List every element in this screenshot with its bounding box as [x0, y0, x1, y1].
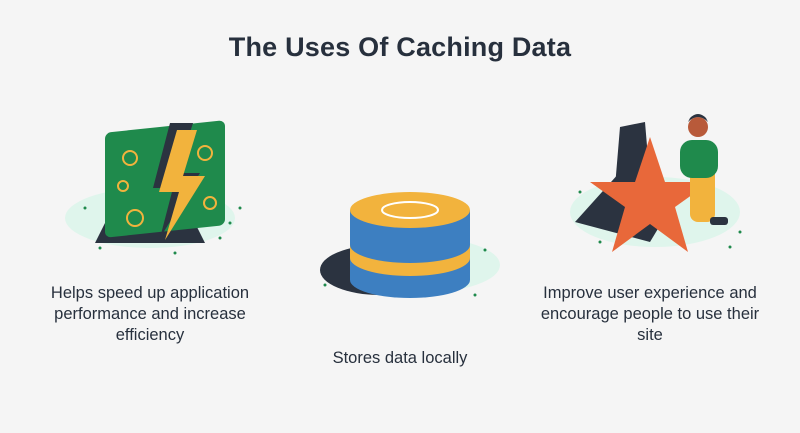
caption-experience: Improve user experience and encourage pe…	[540, 284, 760, 344]
person-star-icon	[570, 114, 742, 252]
caption-speed: Helps speed up application performance a…	[50, 284, 250, 344]
caption-storage: Stores data locally	[332, 349, 468, 367]
database-icon	[320, 192, 500, 298]
page-title: The Uses Of Caching Data	[228, 32, 572, 62]
lightning-card-icon	[65, 120, 242, 255]
